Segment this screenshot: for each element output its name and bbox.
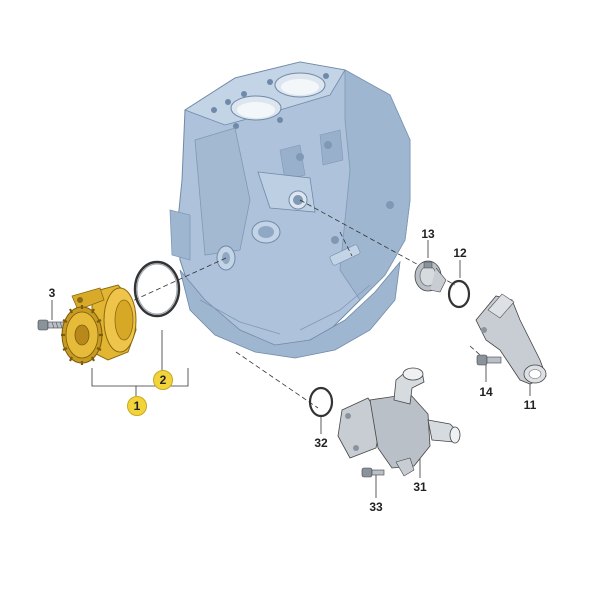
- coolant-pump-1: [61, 284, 137, 365]
- thermostat-13: [414, 260, 447, 293]
- connecting-piece-11: [475, 293, 547, 385]
- bolt-14: [476, 354, 502, 366]
- o-ring-2: [133, 260, 181, 318]
- callout-12: 12: [453, 246, 467, 260]
- callout-33: 33: [369, 500, 383, 514]
- callout-13: 13: [421, 227, 435, 241]
- callout-31: 31: [413, 480, 427, 494]
- bolt-33: [361, 467, 385, 478]
- callout-11: 11: [523, 398, 537, 412]
- callout-32: 32: [314, 436, 328, 450]
- bolt-3: [37, 319, 71, 331]
- thermostat-housing-31: [337, 367, 461, 477]
- callout-1: 1: [127, 396, 147, 416]
- callout-2: 2: [153, 370, 173, 390]
- o-ring-32: [308, 386, 334, 418]
- callout-14: 14: [479, 385, 493, 399]
- leader-lines: [51, 240, 531, 498]
- engine-block: [169, 61, 411, 359]
- o-ring-12: [447, 279, 471, 309]
- callout-3: 3: [48, 286, 56, 300]
